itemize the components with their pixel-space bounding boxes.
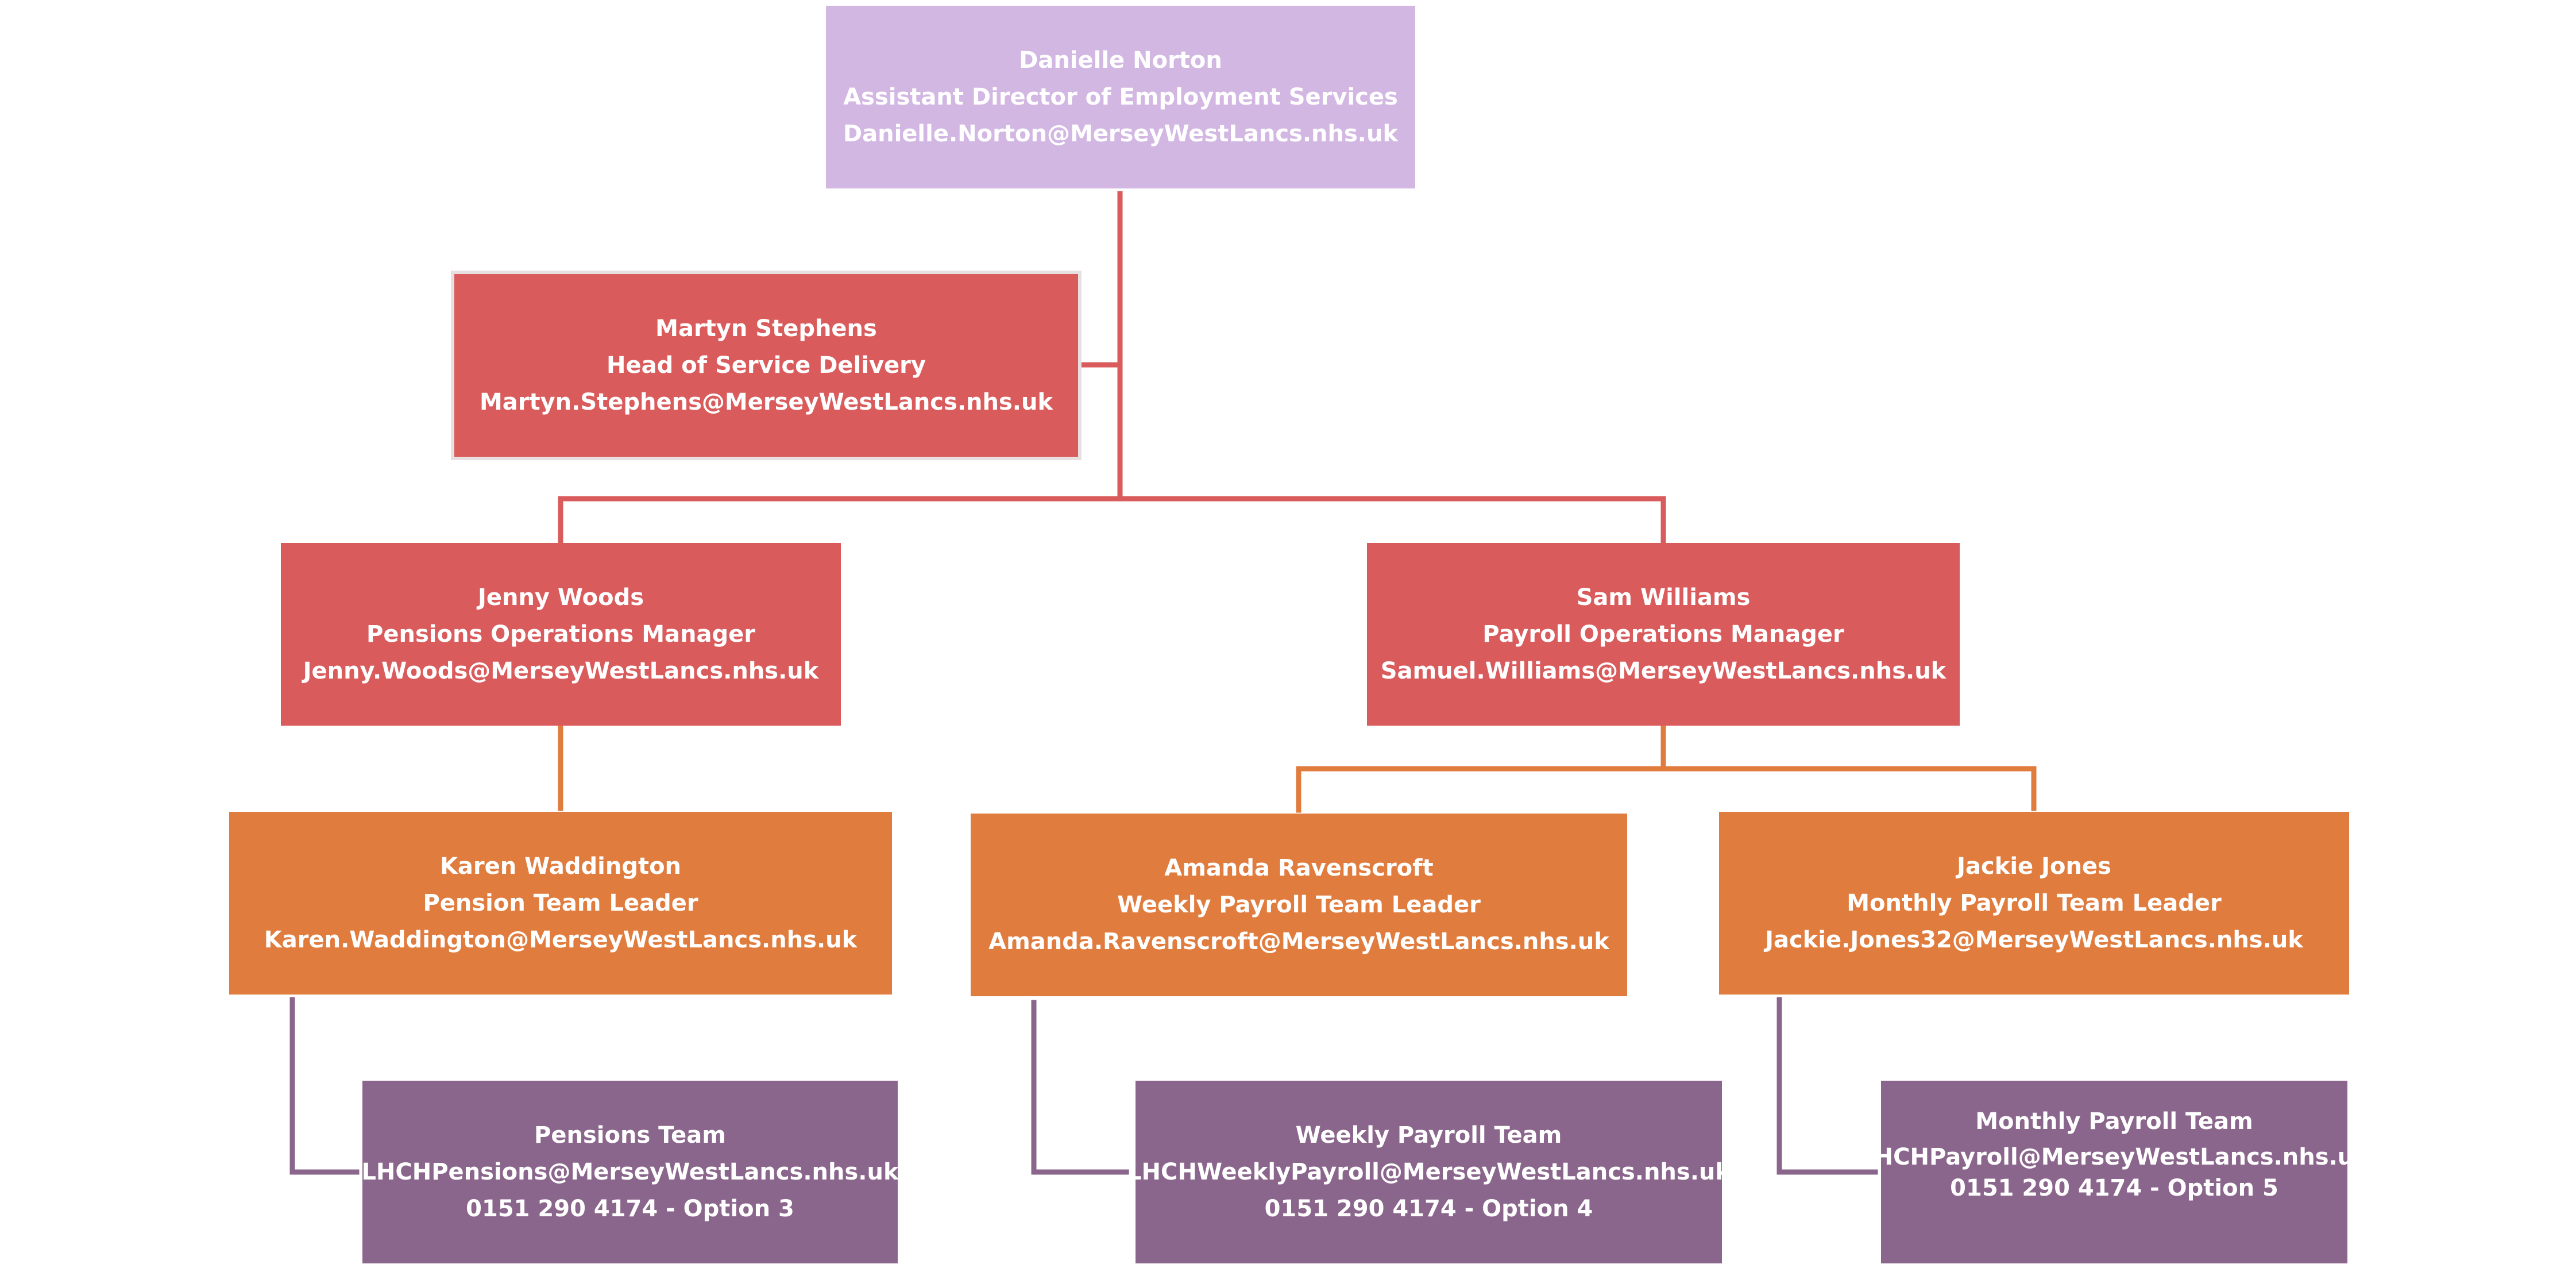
payroll-manager-name: Sam Williams [1576, 584, 1751, 611]
weekly-leader-role: Weekly Payroll Team Leader [1117, 892, 1481, 918]
monthly-team-name: Monthly Payroll Team [1975, 1108, 2253, 1135]
node-monthly-payroll-team: Monthly Payroll Team LHCHPayroll@MerseyW… [1859, 1081, 2369, 1263]
pensions-team-email: LHCHPensions@MerseyWestLancs.nhs.uk [361, 1159, 899, 1185]
pensions-team-name: Pensions Team [534, 1122, 726, 1148]
payroll-manager-email: Samuel.Williams@MerseyWestLancs.nhs.uk [1380, 658, 1947, 684]
pension-leader-email: Karen.Waddington@MerseyWestLancs.nhs.uk [264, 927, 858, 953]
node-weekly-payroll-team: Weekly Payroll Team LHCHWeeklyPayroll@Me… [1127, 1081, 1731, 1263]
node-pensions-manager: Jenny Woods Pensions Operations Manager … [281, 543, 841, 726]
director-name: Danielle Norton [1019, 47, 1222, 74]
monthly-leader-email: Jackie.Jones32@MerseyWestLancs.nhs.uk [1765, 927, 2303, 953]
connector-amanda-to-weekly-team [1031, 1000, 1133, 1175]
node-director: Danielle Norton Assistant Director of Em… [826, 6, 1415, 188]
head-of-service-role: Head of Service Delivery [607, 352, 926, 379]
pension-leader-role: Pension Team Leader [423, 890, 698, 916]
monthly-team-phone: 0151 290 4174 - Option 5 [1950, 1175, 2278, 1201]
connector-karen-to-pensions-team [289, 997, 360, 1175]
node-head-of-service: Martyn Stephens Head of Service Delivery… [451, 271, 1082, 460]
monthly-leader-name: Jackie Jones [1957, 853, 2111, 880]
node-pensions-team: Pensions Team LHCHPensions@MerseyWestLan… [361, 1081, 899, 1263]
weekly-team-email: LHCHWeeklyPayroll@MerseyWestLancs.nhs.uk [1127, 1159, 1731, 1185]
pensions-manager-role: Pensions Operations Manager [366, 621, 755, 648]
node-monthly-payroll-leader: Jackie Jones Monthly Payroll Team Leader… [1719, 812, 2349, 995]
director-email: Danielle.Norton@MerseyWestLancs.nhs.uk [843, 121, 1399, 147]
node-weekly-payroll-leader: Amanda Ravenscroft Weekly Payroll Team L… [971, 814, 1627, 996]
pensions-manager-name: Jenny Woods [477, 584, 644, 611]
weekly-team-phone: 0151 290 4174 - Option 4 [1264, 1196, 1593, 1222]
weekly-team-name: Weekly Payroll Team [1295, 1122, 1562, 1148]
weekly-leader-name: Amanda Ravenscroft [1164, 855, 1434, 881]
head-of-service-email: Martyn.Stephens@MerseyWestLancs.nhs.uk [479, 389, 1053, 415]
weekly-leader-email: Amanda.Ravenscroft@MerseyWestLancs.nhs.u… [988, 928, 1609, 955]
payroll-manager-role: Payroll Operations Manager [1482, 621, 1844, 648]
pensions-team-phone: 0151 290 4174 - Option 3 [466, 1196, 794, 1222]
monthly-team-email: LHCHPayroll@MerseyWestLancs.nhs.uk [1859, 1144, 2369, 1170]
pensions-manager-email: Jenny.Woods@MerseyWestLancs.nhs.uk [303, 658, 819, 684]
head-of-service-name: Martyn Stephens [655, 315, 877, 342]
director-role: Assistant Director of Employment Service… [843, 84, 1398, 110]
pension-leader-name: Karen Waddington [439, 853, 682, 880]
monthly-leader-role: Monthly Payroll Team Leader [1847, 890, 2222, 916]
node-pension-team-leader: Karen Waddington Pension Team Leader Kar… [229, 812, 892, 995]
node-payroll-manager: Sam Williams Payroll Operations Manager … [1367, 543, 1960, 726]
